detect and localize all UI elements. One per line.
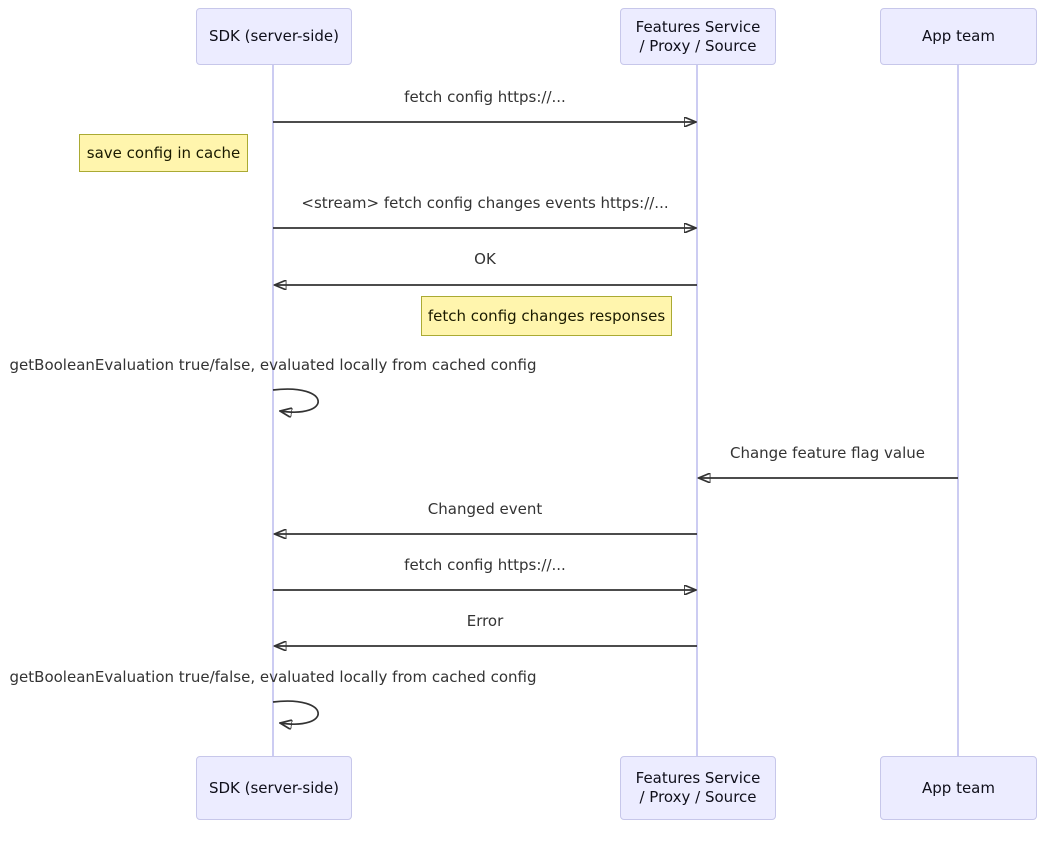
message-get-boolean-evaluation-1: getBooleanEvaluation true/false, evaluat… (9, 356, 537, 374)
message-stream-fetch: <stream> fetch config changes events htt… (301, 194, 669, 212)
actor-app-label: App team (922, 778, 995, 797)
actor-sdk-top: SDK (server-side) (196, 8, 352, 65)
actor-sdk-bottom: SDK (server-side) (196, 756, 352, 820)
message-change-flag: Change feature flag value (729, 444, 926, 462)
message-get-boolean-evaluation-2: getBooleanEvaluation true/false, evaluat… (9, 668, 537, 686)
message-changed-event: Changed event (427, 500, 543, 518)
lifeline-sdk (272, 65, 274, 757)
actor-app-bottom: App team (880, 756, 1037, 820)
arrow-self-loop-1 (272, 388, 319, 412)
actor-app-label: App team (922, 27, 995, 45)
actor-features-bottom: Features Service / Proxy / Source (620, 756, 776, 820)
message-fetch-config-2: fetch config https://... (404, 556, 566, 574)
actor-features-label-line2: / Proxy / Source (639, 788, 757, 806)
note-save-config-in-cache: save config in cache (79, 134, 248, 172)
actor-sdk-label: SDK (server-side) (208, 778, 340, 797)
message-ok: OK (474, 250, 496, 268)
lifeline-features (696, 65, 698, 757)
actor-app-top: App team (880, 8, 1037, 65)
actor-features-label-line1: Features Service (635, 769, 761, 787)
message-fetch-config-1: fetch config https://... (404, 88, 566, 106)
arrow-self-loop-2 (272, 700, 319, 724)
actor-features-label-line2: / Proxy / Source (639, 36, 757, 55)
actor-features-top: Features Service / Proxy / Source (620, 8, 776, 65)
actor-features-label-line1: Features Service (635, 17, 761, 36)
note-fetch-config-changes-responses: fetch config changes responses (421, 296, 672, 336)
message-error: Error (466, 612, 504, 630)
actor-sdk-label: SDK (server-side) (208, 27, 340, 45)
lifeline-app (957, 65, 959, 757)
